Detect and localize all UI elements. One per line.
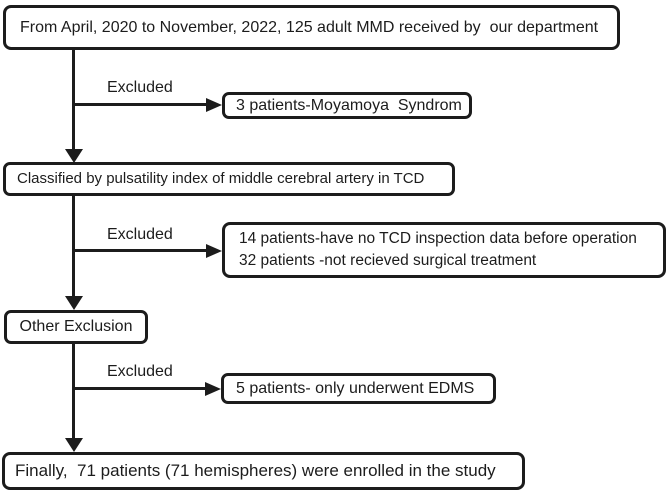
- box-recruitment-label: From April, 2020 to November, 2022, 125 …: [20, 18, 599, 36]
- edge-label-excluded-1: Excluded: [107, 79, 173, 96]
- box-other-exclusion: Other Exclusion: [4, 310, 148, 344]
- box-excluded-moyamoya-label: 3 patients-Moyamoya Syndrom: [236, 96, 462, 114]
- connector-line: [72, 103, 208, 106]
- box-recruitment: From April, 2020 to November, 2022, 125 …: [3, 5, 620, 50]
- connector-line: [72, 344, 75, 440]
- box-final-enrolled-label: Finally, 71 patients (71 hemispheres) we…: [15, 460, 496, 480]
- arrowhead-right-icon: [206, 244, 222, 258]
- box-final-enrolled: Finally, 71 patients (71 hemispheres) we…: [2, 452, 525, 490]
- box-classified-by-pulsatility: Classified by pulsatility index of middl…: [3, 162, 455, 196]
- box-excluded-tcd-line1: 14 patients-have no TCD inspection data …: [239, 230, 637, 247]
- box-excluded-edms-label: 5 patients- only underwent EDMS: [236, 379, 475, 397]
- arrowhead-down-icon: [65, 296, 83, 310]
- box-excluded-tcd-surgery: 14 patients-have no TCD inspection data …: [222, 222, 666, 278]
- box-excluded-edms: 5 patients- only underwent EDMS: [221, 373, 496, 404]
- box-excluded-tcd-line2: 32 patients -not recieved surgical treat…: [239, 252, 537, 269]
- box-classified-label: Classified by pulsatility index of middl…: [17, 170, 425, 187]
- arrowhead-down-icon: [65, 149, 83, 163]
- connector-line: [72, 49, 75, 150]
- edge-label-excluded-3: Excluded: [107, 363, 173, 380]
- edge-label-excluded-2: Excluded: [107, 226, 173, 243]
- arrowhead-right-icon: [206, 98, 222, 112]
- connector-line: [72, 196, 75, 297]
- box-excluded-moyamoya-syndrome: 3 patients-Moyamoya Syndrom: [222, 92, 472, 119]
- arrowhead-down-icon: [65, 438, 83, 452]
- arrowhead-right-icon: [205, 382, 221, 396]
- connector-line: [72, 387, 205, 390]
- connector-line: [72, 249, 206, 252]
- box-other-exclusion-label: Other Exclusion: [19, 318, 133, 336]
